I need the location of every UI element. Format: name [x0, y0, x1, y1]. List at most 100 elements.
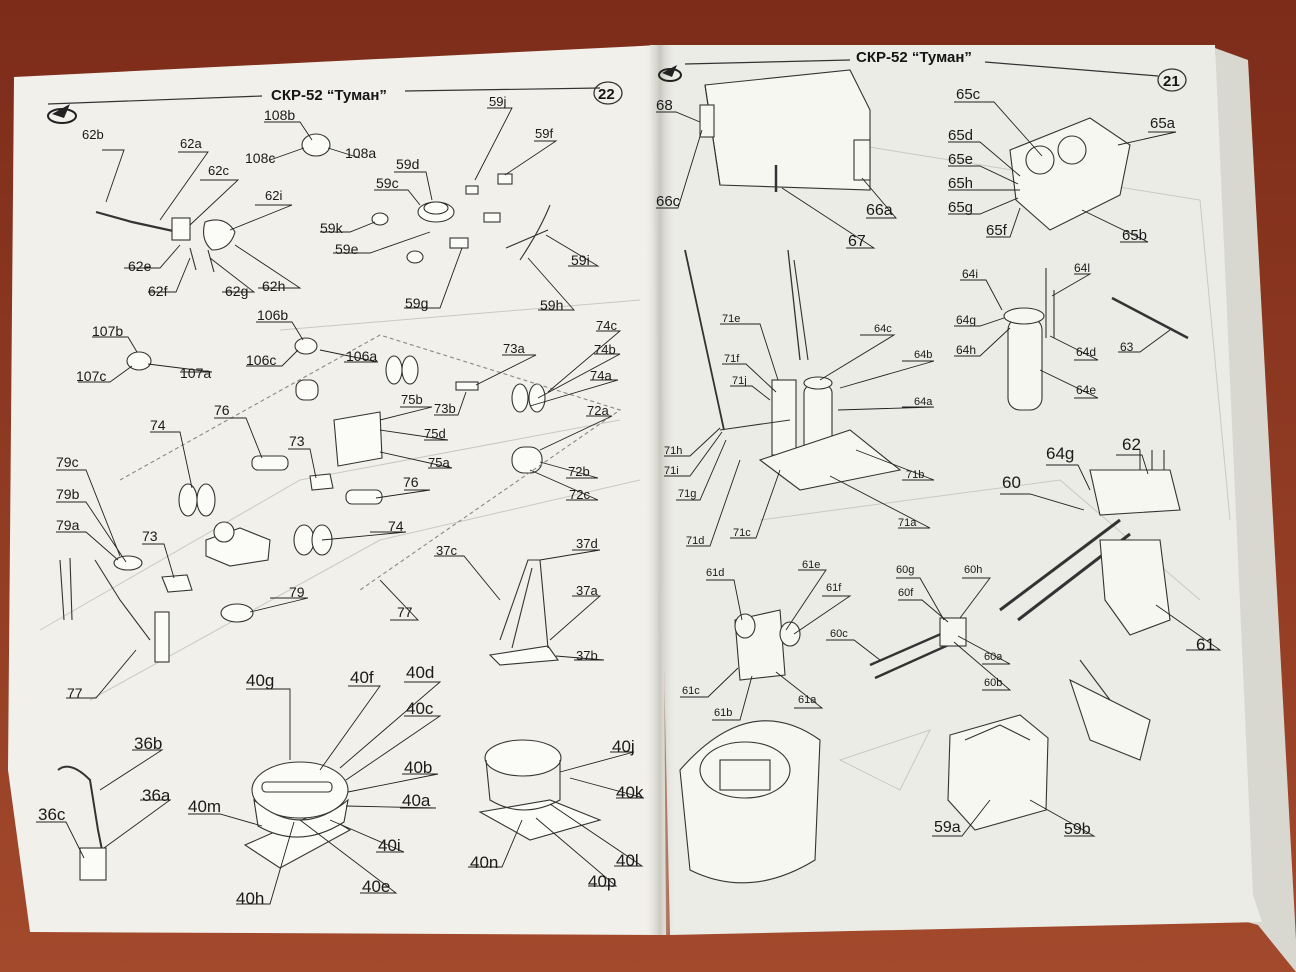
- part-label: 40c: [406, 699, 434, 718]
- part-label: 64b: [914, 349, 932, 361]
- part-label: 106c: [246, 352, 276, 368]
- part-label: 108c: [245, 150, 275, 166]
- left-page-header: СКР-52 “Туман” 22: [47, 81, 623, 124]
- part-label: 40j: [612, 737, 635, 756]
- part-label: 75d: [424, 426, 446, 441]
- part-label: 71e: [722, 313, 740, 325]
- part-label: 79b: [56, 486, 80, 502]
- part-label: 71c: [733, 527, 751, 539]
- part-label: 61b: [714, 707, 732, 719]
- part-label: 71j: [732, 375, 747, 387]
- part-label: 65g: [948, 199, 973, 216]
- part-label: 61d: [706, 567, 724, 579]
- part-label: 59h: [540, 297, 563, 313]
- part-label: 74: [150, 417, 166, 433]
- part-label: 73a: [503, 341, 525, 356]
- part-label: 59a: [934, 819, 961, 836]
- part-label: 64g: [956, 313, 976, 327]
- part-label: 64h: [956, 343, 976, 357]
- part-label: 36c: [38, 805, 66, 824]
- part-label: 37d: [576, 536, 598, 551]
- part-label: 59d: [396, 156, 419, 172]
- part-label: 65h: [948, 175, 973, 192]
- part-label: 65a: [1150, 115, 1176, 132]
- part-label: 37c: [436, 543, 457, 558]
- part-label: 77: [397, 604, 413, 620]
- part-label: 75b: [401, 392, 423, 407]
- part-label: 62f: [148, 283, 168, 299]
- part-label: 77: [67, 685, 83, 701]
- part-label: 79a: [56, 517, 80, 533]
- part-drawings-left: [57, 133, 622, 881]
- part-label: 72c: [569, 487, 590, 502]
- part-label: 71a: [898, 517, 917, 529]
- part-label: 71i: [664, 465, 679, 477]
- page-title: СКР-52 “Туман”: [856, 49, 972, 66]
- part-labels-right: 68 66c 66a 67 65c 65a 65d 65e 65h 65g 65…: [656, 86, 1215, 838]
- part-label: 79: [289, 584, 305, 600]
- part-label: 60a: [984, 651, 1003, 663]
- part-label: 71g: [678, 488, 696, 500]
- part-label: 62a: [180, 136, 202, 151]
- part-label: 60g: [896, 564, 914, 576]
- part-label: 62g: [225, 283, 248, 299]
- part-label: 107c: [76, 368, 106, 384]
- publisher-logo: [658, 65, 682, 82]
- part-label: 62i: [265, 188, 282, 203]
- part-label: 40e: [362, 877, 390, 896]
- part-label: 62c: [208, 163, 229, 178]
- part-label: 40i: [378, 836, 401, 855]
- part-label: 65f: [986, 222, 1008, 239]
- part-drawings-right: [679, 69, 1189, 884]
- part-label: 74a: [590, 368, 612, 383]
- part-label: 64i: [962, 267, 978, 281]
- part-label: 65c: [956, 86, 981, 103]
- part-label: 62b: [82, 127, 104, 142]
- part-label: 74c: [596, 318, 617, 333]
- part-label: 75a: [428, 455, 450, 470]
- part-label: 66c: [656, 193, 681, 210]
- leader-lines-left: [36, 107, 645, 905]
- part-label: 36a: [142, 786, 171, 805]
- part-label: 61a: [798, 694, 817, 706]
- part-label: 72b: [568, 464, 590, 479]
- right-page-header: СКР-52 “Туман” 21: [658, 49, 1187, 92]
- part-label: 61e: [802, 559, 820, 571]
- part-label: 64d: [1076, 345, 1096, 359]
- header-rule: [404, 87, 601, 92]
- part-label: 40p: [588, 872, 616, 891]
- part-label: 40g: [246, 671, 274, 690]
- part-label: 108b: [264, 107, 295, 123]
- part-label: 76: [403, 474, 419, 490]
- spine-shadow: [645, 45, 675, 935]
- page-number: 21: [1163, 73, 1180, 90]
- part-label: 60: [1002, 473, 1021, 492]
- part-label: 40b: [404, 758, 432, 777]
- part-label: 72a: [587, 403, 609, 418]
- part-label: 40m: [188, 797, 221, 816]
- page-number: 22: [598, 86, 615, 103]
- part-label: 73: [142, 528, 158, 544]
- part-label: 60b: [984, 677, 1002, 689]
- part-label: 40f: [350, 668, 374, 687]
- part-labels-left: 62b 62a 62c 62i 62e 62f 62g 62h 108b 108…: [38, 94, 644, 908]
- part-label: 60f: [898, 587, 914, 599]
- part-label: 37b: [576, 648, 598, 663]
- part-label: 68: [656, 97, 673, 114]
- part-label: 59e: [335, 241, 359, 257]
- part-label: 71h: [664, 445, 682, 457]
- part-label: 67: [848, 233, 866, 250]
- part-label: 64g: [1046, 444, 1074, 463]
- part-label: 40l: [616, 851, 639, 870]
- part-label: 62: [1122, 435, 1141, 454]
- part-label: 40h: [236, 889, 264, 908]
- part-label: 40a: [402, 791, 431, 810]
- part-label: 59k: [320, 220, 344, 236]
- part-label: 71b: [906, 469, 924, 481]
- page-number-badge: [593, 81, 623, 105]
- part-label: 106b: [257, 307, 288, 323]
- part-label: 64a: [914, 396, 933, 408]
- part-label: 106a: [346, 348, 377, 364]
- part-label: 59b: [1064, 821, 1091, 838]
- publisher-logo: [47, 104, 77, 124]
